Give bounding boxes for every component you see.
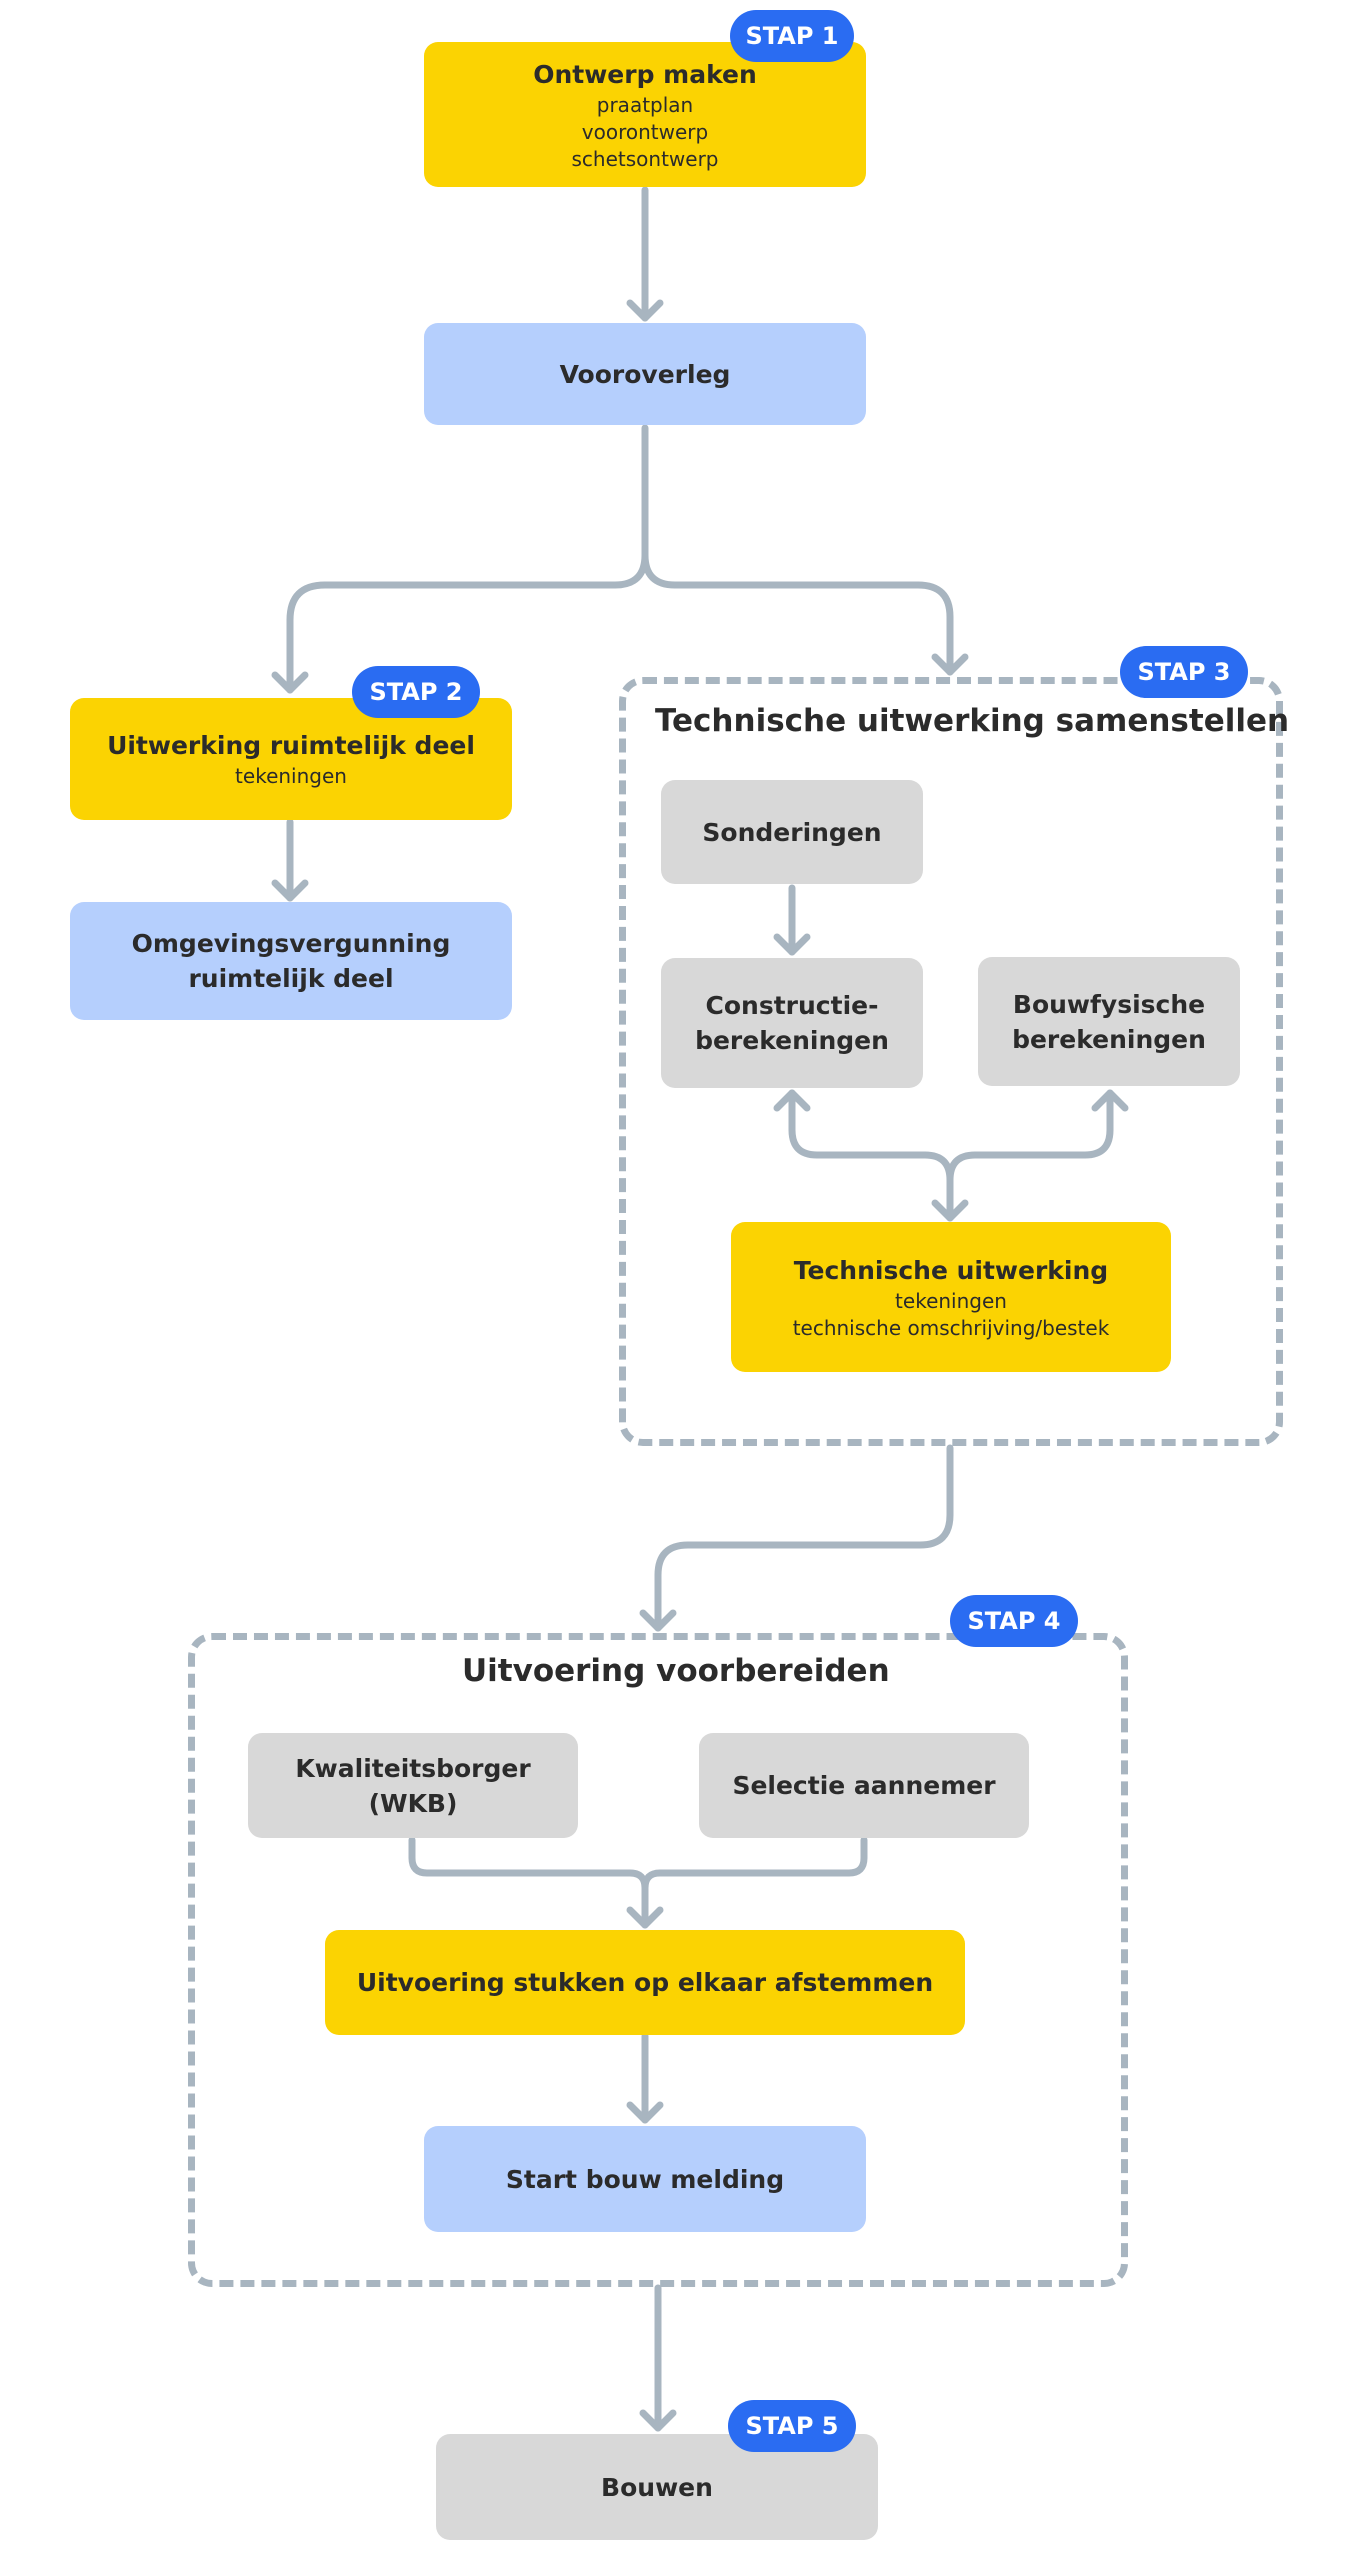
technische-uitwerking-group-title: Technische uitwerking samenstellen <box>655 703 1290 739</box>
sonderingen-box: Sonderingen <box>661 780 923 884</box>
constructieberekeningen-box: Constructie- berekeningen <box>661 958 923 1088</box>
uitvoering-afstemmen-box: Uitvoering stukken op elkaar afstemmen <box>325 1930 965 2035</box>
arrowhead <box>271 879 309 902</box>
arrowhead <box>626 2101 664 2124</box>
connector-vooroverleg-split <box>286 424 649 694</box>
ontwerp-maken-item: voorontwerp <box>581 119 709 144</box>
constructieberekeningen-line: Constructie- <box>705 991 879 1020</box>
uitwerking-ruimtelijk-sub: tekeningen <box>235 764 347 788</box>
stap-2-badge: STAP 2 <box>352 666 480 718</box>
arrowhead <box>1091 1089 1129 1112</box>
arrowhead <box>639 2409 677 2432</box>
arrowhead <box>639 1609 677 1632</box>
bouwen-title: Bouwen <box>601 2472 713 2502</box>
uitwerking-ruimtelijk-box: Uitwerking ruimtelijk deel tekeningen <box>70 698 512 820</box>
omgevingsvergunning-line: ruimtelijk deel <box>188 964 394 993</box>
constructieberekeningen-line: berekeningen <box>695 1026 889 1055</box>
arrowhead <box>626 299 664 322</box>
connector-stap3-stap4 <box>654 1444 954 1632</box>
arrowhead <box>931 1199 969 1222</box>
uitvoering-voorbereiden-group-title: Uitvoering voorbereiden <box>462 1653 890 1689</box>
connector-vooroverleg-stap3 <box>641 551 954 676</box>
kwaliteitsborger-title: Kwaliteitsborger (WKB) <box>295 1753 531 1818</box>
bouwfysische-berekeningen-line: Bouwfysische <box>1012 989 1206 1019</box>
uitwerking-ruimtelijk-title: Uitwerking ruimtelijk deel <box>107 731 475 760</box>
selectie-aannemer-title: Selectie aannemer <box>732 1771 996 1800</box>
technische-uitwerking-title: Technische uitwerking <box>793 1255 1109 1285</box>
arrowhead <box>931 653 969 676</box>
omgevingsvergunning-line: Omgevingsvergunning <box>131 929 451 958</box>
omgevingsvergunning-box: Omgevingsvergunning ruimtelijk deel <box>70 902 512 1020</box>
arrowhead <box>271 671 309 694</box>
ontwerp-maken-item: praatplan <box>596 92 694 117</box>
start-bouw-melding-box: Start bouw melding <box>424 2126 866 2232</box>
stap-1-badge: STAP 1 <box>730 10 854 62</box>
arrowhead <box>773 1089 811 1112</box>
connector-selectie-afstemmen <box>641 1836 868 1892</box>
ontwerp-maken-item: schetsontwerp <box>571 146 719 171</box>
start-bouw-melding-title: Start bouw melding <box>505 2164 785 2194</box>
stap-5-badge: STAP 5 <box>728 2400 856 2452</box>
uitvoering-voorbereiden-group <box>188 1633 1128 2287</box>
vooroverleg-box: Vooroverleg <box>424 323 866 425</box>
bouwfysische-berekeningen-line: berekeningen <box>1012 1024 1206 1054</box>
uitvoering-afstemmen-title: Uitvoering stukken op elkaar afstemmen <box>356 1968 934 1997</box>
ontwerp-maken-box: Ontwerp maken praatplan voorontwerp sche… <box>424 42 866 187</box>
bouwfysische-berekeningen-box: Bouwfysische berekeningen <box>978 957 1240 1086</box>
technische-uitwerking-item: technische omschrijving/bestek <box>792 1315 1110 1340</box>
technische-uitwerking-box: Technische uitwerking tekeningen technis… <box>731 1222 1171 1372</box>
stap-4-badge: STAP 4 <box>950 1595 1078 1647</box>
technische-uitwerking-item: tekeningen <box>895 1288 1007 1313</box>
arrowhead <box>626 1906 664 1929</box>
vooroverleg-title: Vooroverleg <box>559 359 731 389</box>
connector-bouwfysisch-technisch <box>946 1089 1114 1184</box>
selectie-aannemer-box: Selectie aannemer <box>699 1733 1029 1838</box>
technische-uitwerking-group <box>619 677 1283 1446</box>
kwaliteitsborger-box: Kwaliteitsborger (WKB) <box>248 1733 578 1838</box>
arrowhead <box>773 933 811 956</box>
ontwerp-maken-title: Ontwerp maken <box>533 59 757 89</box>
stap-3-badge: STAP 3 <box>1120 646 1248 698</box>
sonderingen-title: Sonderingen <box>702 817 882 847</box>
